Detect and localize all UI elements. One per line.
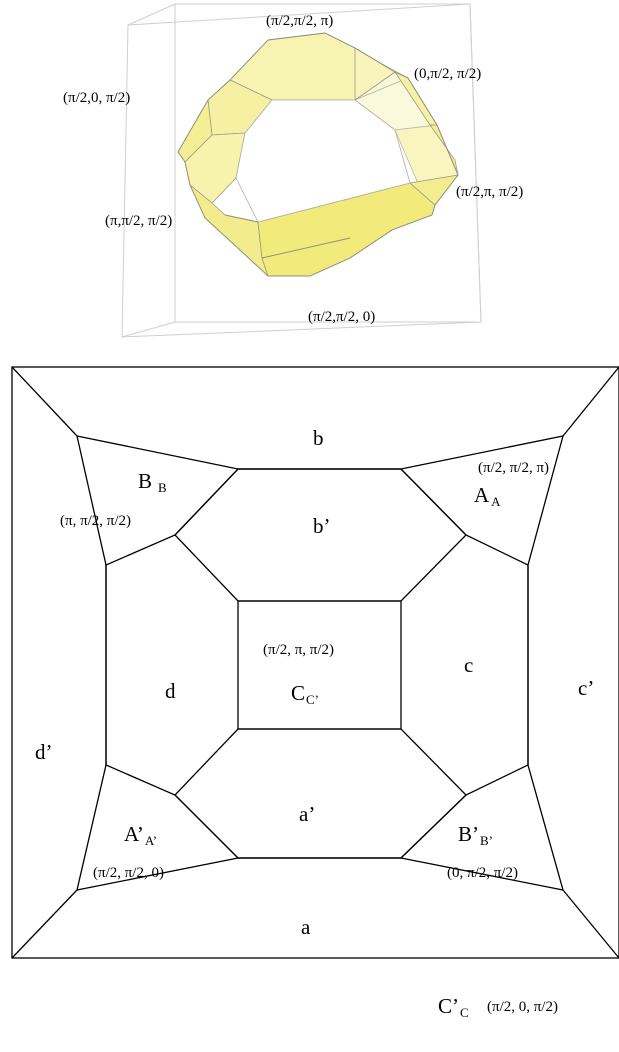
solid-edges	[177, 32, 459, 277]
coord-B: (π, π/2, π/2)	[60, 513, 131, 529]
lower-hex-ring	[174, 728, 467, 859]
face-A-main: A	[474, 483, 490, 507]
coord-C: (π/2, π, π/2)	[263, 642, 334, 658]
edge	[11, 889, 78, 959]
outer-octagon	[76, 435, 564, 891]
coord-A: (π/2, π/2, π)	[478, 460, 549, 476]
face-A-sub: A	[491, 494, 501, 509]
face-B-prime-sub: B’	[480, 833, 493, 848]
solid-front-faces	[177, 32, 459, 277]
face-A-prime-sub: A’	[145, 833, 157, 848]
solid-label-upper-right: (0,π/2, π/2)	[414, 66, 481, 82]
face-C-main: C	[291, 681, 305, 705]
face-label-C: CC’	[291, 681, 319, 707]
solid-label-left: (π,π/2, π/2)	[105, 213, 172, 229]
solid-labels: (π/2,π/2, π) (0,π/2, π/2) (π/2,0, π/2) (…	[63, 13, 523, 325]
solid-label-bottom: (π/2,π/2, 0)	[308, 309, 375, 325]
region-a: a	[301, 915, 311, 939]
solid-view: (π/2,π/2, π) (0,π/2, π/2) (π/2,0, π/2) (…	[63, 3, 523, 338]
solid-label-top: (π/2,π/2, π)	[266, 13, 333, 29]
net-diagram	[11, 366, 619, 959]
face-label-B-prime: B’B’	[458, 822, 493, 848]
face-C-prime-main: C’	[438, 994, 459, 1018]
region-d: d	[165, 679, 176, 703]
coord-A-prime: (π/2, π/2, 0)	[93, 865, 164, 881]
face-C-prime-sub: C	[460, 1005, 469, 1020]
region-c-prime: c’	[578, 676, 594, 700]
center-square	[237, 600, 402, 730]
face-label-C-prime: C’C	[438, 994, 469, 1020]
region-b: b	[313, 426, 324, 450]
solid-hole	[235, 99, 411, 223]
region-b-prime: b’	[313, 514, 331, 538]
edge	[11, 366, 78, 437]
face-C-sub: C’	[306, 692, 319, 707]
face-A-prime-main: A’	[124, 822, 144, 846]
solid-label-upper-left: (π/2,0, π/2)	[63, 90, 130, 106]
net-frame	[11, 366, 619, 959]
face-B-prime-main: B’	[458, 822, 479, 846]
edge	[562, 366, 619, 437]
coord-B-prime: (0, π/2, π/2)	[447, 865, 518, 881]
face-label-A-prime: A’A’	[124, 822, 157, 848]
region-d-prime: d’	[35, 740, 53, 764]
solid-label-right: (π/2,π, π/2)	[456, 184, 523, 200]
face-B-main: B	[138, 469, 152, 493]
face-B-sub: B	[158, 480, 167, 495]
bounding-box	[121, 3, 482, 338]
region-a-prime: a’	[299, 802, 315, 826]
coord-C-prime: (π/2, 0, π/2)	[487, 999, 558, 1015]
region-c: c	[464, 653, 473, 677]
edge	[562, 889, 619, 959]
